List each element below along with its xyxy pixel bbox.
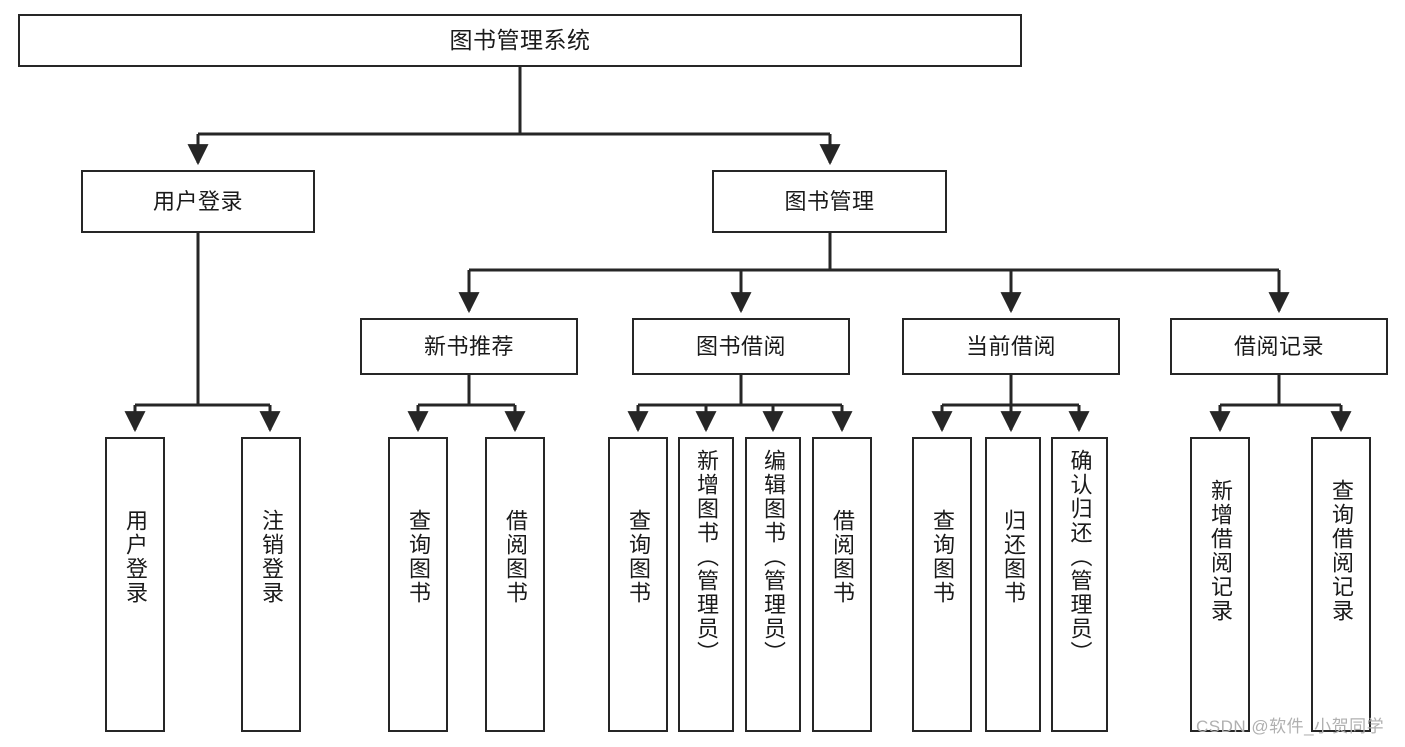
node-leaf-confirm-return-label: 确认归还（管理员）: [1067, 449, 1093, 665]
node-leaf-query-book-3[interactable]: 查询图书: [912, 437, 972, 732]
node-book-borrow-label: 图书借阅: [695, 333, 786, 359]
node-leaf-return-book[interactable]: 归还图书: [985, 437, 1041, 732]
node-leaf-edit-book[interactable]: 编辑图书（管理员）: [745, 437, 801, 732]
csdn-watermark: CSDN @软件_小贺同学: [1196, 717, 1385, 736]
node-leaf-user-login[interactable]: 用户登录: [105, 437, 165, 732]
node-leaf-query-book-1-label: 查询图书: [406, 509, 431, 605]
node-leaf-borrow-book-2[interactable]: 借阅图书: [812, 437, 872, 732]
node-borrow-record-label: 借阅记录: [1233, 333, 1324, 359]
node-leaf-borrow-book-2-label: 借阅图书: [830, 509, 855, 605]
node-borrow-record[interactable]: 借阅记录: [1170, 318, 1388, 375]
node-leaf-logout-login[interactable]: 注销登录: [241, 437, 301, 732]
node-new-book-recommend-label: 新书推荐: [423, 333, 514, 359]
node-leaf-logout-login-label: 注销登录: [259, 509, 284, 605]
node-root[interactable]: 图书管理系统: [18, 14, 1022, 67]
node-leaf-query-book-3-label: 查询图书: [930, 509, 955, 605]
node-current-borrow-label: 当前借阅: [965, 333, 1056, 359]
node-leaf-query-book-2-label: 查询图书: [626, 509, 651, 605]
node-leaf-query-record-label: 查询借阅记录: [1329, 479, 1354, 623]
node-leaf-add-book-label: 新增图书（管理员）: [694, 449, 719, 665]
node-leaf-user-login-label: 用户登录: [123, 509, 148, 605]
node-leaf-confirm-return[interactable]: 确认归还（管理员）: [1051, 437, 1108, 732]
node-new-book-recommend[interactable]: 新书推荐: [360, 318, 578, 375]
node-leaf-return-book-label: 归还图书: [1001, 509, 1026, 605]
node-leaf-query-book-2[interactable]: 查询图书: [608, 437, 668, 732]
node-leaf-edit-book-label: 编辑图书（管理员）: [761, 449, 786, 665]
node-leaf-add-book[interactable]: 新增图书（管理员）: [678, 437, 734, 732]
node-book-manage-label: 图书管理: [784, 188, 875, 214]
node-book-borrow[interactable]: 图书借阅: [632, 318, 850, 375]
node-leaf-add-record[interactable]: 新增借阅记录: [1190, 437, 1250, 732]
node-leaf-add-record-label: 新增借阅记录: [1208, 479, 1233, 623]
node-leaf-borrow-book-1[interactable]: 借阅图书: [485, 437, 545, 732]
node-user-login-label: 用户登录: [152, 188, 243, 214]
node-book-manage[interactable]: 图书管理: [712, 170, 947, 233]
node-leaf-borrow-book-1-label: 借阅图书: [503, 509, 528, 605]
node-leaf-query-book-1[interactable]: 查询图书: [388, 437, 448, 732]
node-leaf-query-record[interactable]: 查询借阅记录: [1311, 437, 1371, 732]
node-root-label: 图书管理系统: [449, 26, 591, 53]
node-user-login[interactable]: 用户登录: [81, 170, 315, 233]
node-current-borrow[interactable]: 当前借阅: [902, 318, 1120, 375]
